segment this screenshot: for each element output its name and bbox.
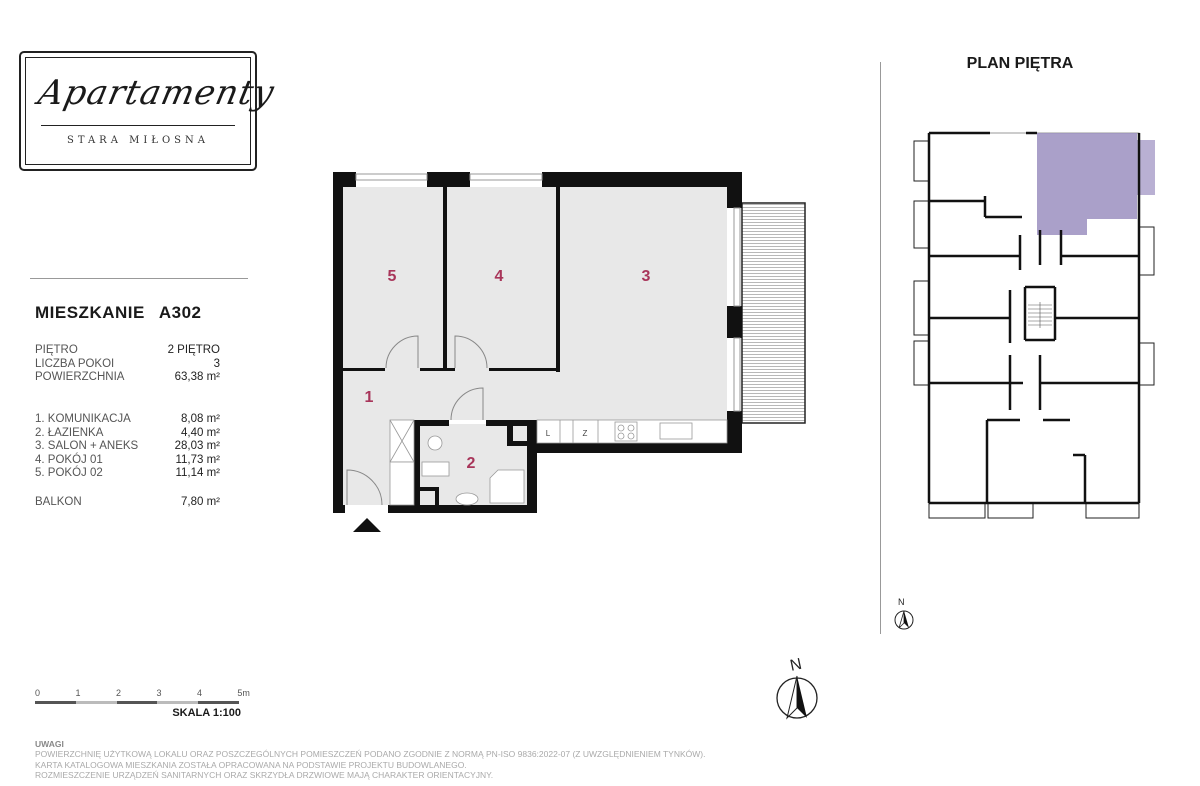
room-row: 1. KOMUNIKACJA 8,08 m² <box>35 413 220 427</box>
room-number-4: 4 <box>495 268 504 285</box>
room-area: 4,40 m² <box>181 426 220 439</box>
room-row: 4. POKÓJ 01 11,73 m² <box>35 454 220 468</box>
room-area: 11,73 m² <box>175 453 220 466</box>
scale-tick: 4 <box>196 688 202 698</box>
walls <box>333 172 742 513</box>
doors <box>346 335 488 506</box>
note-line: ROZMIESZCZENIE URZĄDZEŃ SANITARNYCH ORAZ… <box>35 769 494 780</box>
balcony-area: 7,80 m² <box>181 496 220 508</box>
info-value: 3 <box>213 357 220 370</box>
notes-heading: UWAGI <box>35 739 64 749</box>
logo-subtitle: STARA MIŁOSNA <box>66 135 210 146</box>
scale-tick: 0 <box>35 688 41 698</box>
compass-icon <box>776 675 818 720</box>
note-line: POWIERZCHNIĘ UŻYTKOWĄ LOKALU ORAZ POSZCZ… <box>35 749 706 760</box>
room-row: 3. SALON + ANEKS 28,03 m² <box>35 440 220 454</box>
room-label: 1. KOMUNIKACJA <box>35 413 131 425</box>
apartment-title: MIESZKANIE A302 <box>35 303 201 323</box>
room-number-5: 5 <box>388 268 397 285</box>
kitchen-label-freezer: Z <box>583 429 588 438</box>
balcony-row: BALKON 7,80 m² <box>35 496 220 510</box>
info-label: LICZBA POKOI <box>35 357 115 370</box>
north-label: N <box>789 656 804 675</box>
room-number-1: 1 <box>365 389 374 406</box>
room-area: 8,08 m² <box>181 413 220 425</box>
info-label: PIĘTRO <box>35 344 78 356</box>
balcony-label: BALKON <box>35 496 82 508</box>
info-label: POWIERZCHNIA <box>35 371 125 383</box>
notes: UWAGI POWIERZCHNIĘ UŻYTKOWĄ LOKALU ORAZ … <box>35 739 795 780</box>
info-row: PIĘTRO 2 PIĘTRO <box>35 344 220 358</box>
info-value: 63,38 m² <box>174 371 220 383</box>
info-row: POWIERZCHNIA 63,38 m² <box>35 371 220 385</box>
room-label: 3. SALON + ANEKS <box>35 440 139 452</box>
room-row: 5. POKÓJ 02 11,14 m² <box>35 467 220 481</box>
balcony <box>741 202 806 424</box>
room-label: 2. ŁAZIENKA <box>35 426 104 439</box>
logo: Apartamenty STARA MIŁOSNA <box>19 51 278 171</box>
divider-vertical <box>880 62 881 634</box>
room-list: 1. KOMUNIKACJA 8,08 m² 2. ŁAZIENKA 4,40 m²… <box>35 413 220 481</box>
entrance-arrow-icon <box>353 518 381 532</box>
divider <box>30 278 248 279</box>
scale-label: SKALA 1:100 <box>172 707 241 719</box>
info-value: 2 PIĘTRO <box>167 344 220 356</box>
room-area: 11,14 m² <box>175 467 220 479</box>
room-number-2: 2 <box>467 455 476 472</box>
scale-tick: 1 <box>75 688 81 698</box>
apartment-info: PIĘTRO 2 PIĘTRO LICZBA POKOI 3 POWIERZCHNI… <box>35 344 220 385</box>
room-row: 2. ŁAZIENKA 4,40 m² <box>35 427 220 441</box>
apartment-code: A302 <box>158 303 202 322</box>
room-label: 4. POKÓJ 01 <box>35 453 103 466</box>
scale-tick: 3 <box>156 688 162 698</box>
room-label: 5. POKÓJ 02 <box>35 467 103 479</box>
room-area: 28,03 m² <box>174 440 220 452</box>
scale-bar: 0 1 2 3 4 5m SKALA 1:100 <box>35 688 250 719</box>
floor-plan-title: PLAN PIĘTRA <box>966 55 1074 72</box>
info-row: LICZBA POKOI 3 <box>35 358 220 372</box>
apartment-label: MIESZKANIE <box>35 303 145 322</box>
kitchen-label-fridge: L <box>546 429 551 438</box>
note-line: KARTA KATALOGOWA MIESZKANIA ZOSTAŁA OPRA… <box>35 759 467 770</box>
scale-tick: 5m <box>237 688 250 698</box>
room-number-3: 3 <box>642 268 651 285</box>
scale-tick: 2 <box>115 688 121 698</box>
